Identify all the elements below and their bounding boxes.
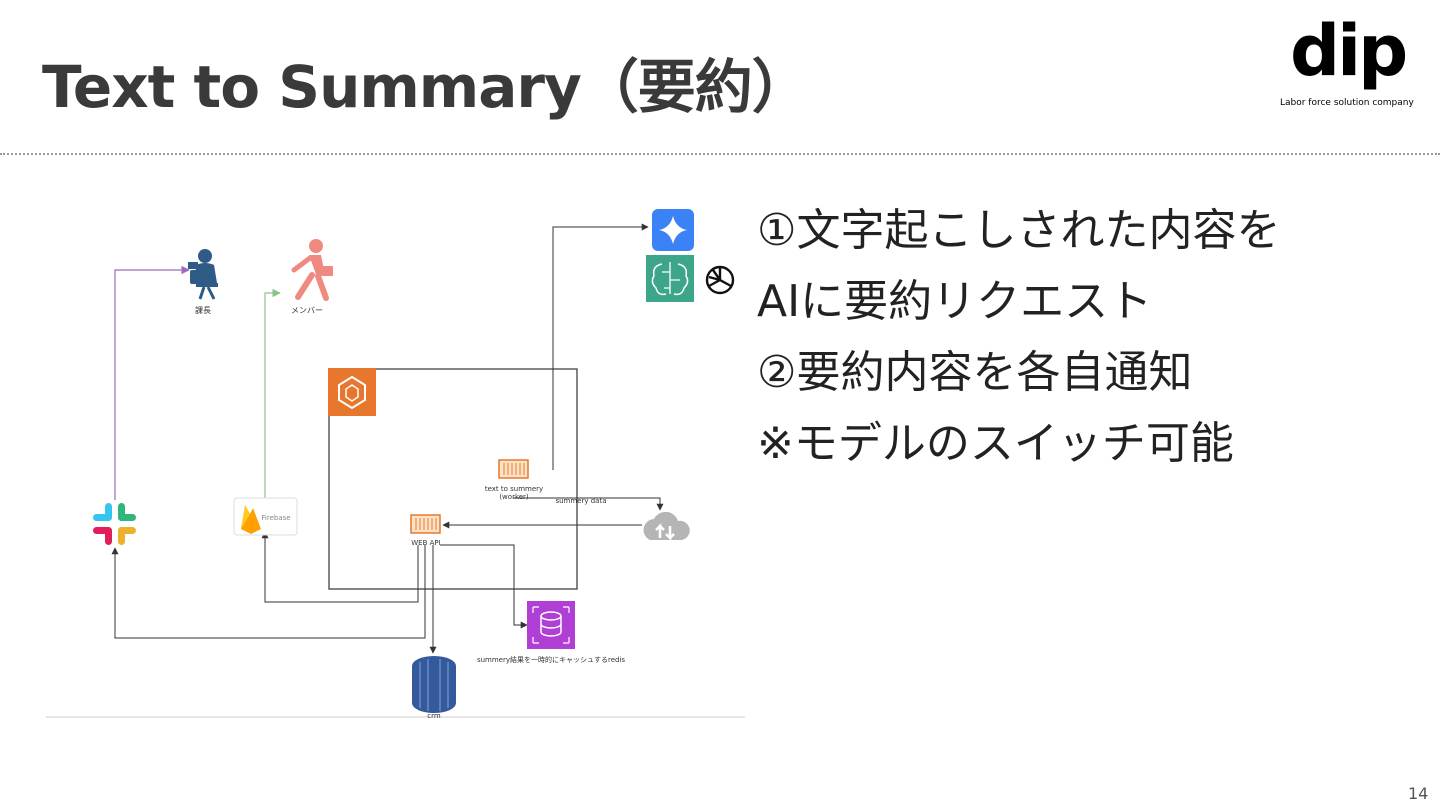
member-label: メンバー (291, 306, 323, 315)
page-number: 14 (1408, 784, 1429, 803)
bullet-item: ※モデルのスイッチ可能 (757, 418, 1234, 469)
bullet-item: ②要約内容を各自通知 (757, 347, 1193, 398)
database-icon (412, 656, 456, 713)
logo-tagline: Labor force solution company (1280, 98, 1414, 108)
worker-sub-label: (worker) (499, 493, 529, 501)
worker-label: text to summery (485, 485, 543, 493)
webapi-to-slack-line (111, 545, 426, 639)
bullet-list: ①文字起こしされた内容を AIに要約リクエスト ②要約内容を各自通知 ※モデルの… (757, 195, 1280, 479)
ecs-cluster-box (328, 368, 578, 590)
summary-data-label: summery data (555, 497, 606, 505)
firebase-icon (233, 497, 298, 536)
webapi-to-firebase-line (261, 531, 419, 603)
firebase-label: Firebase (261, 514, 290, 522)
manager-label: 課長 (195, 305, 211, 315)
redis-icon (527, 601, 575, 649)
crm-label: crm (427, 712, 441, 720)
container-icon (498, 459, 529, 479)
summary-data-line (513, 497, 664, 511)
slack-icon (93, 503, 136, 545)
page-title: Text to Summary（要約） (42, 53, 810, 121)
ecs-icon (328, 368, 376, 416)
container-icon (410, 514, 441, 534)
logo-wordmark: dip (1290, 10, 1408, 92)
dip-logo: dip Labor force solution company (1276, 16, 1414, 112)
ai-brain-icon (646, 255, 694, 302)
bullet-item: ①文字起こしされた内容を (757, 205, 1281, 256)
webapi-to-redis-line (440, 544, 528, 629)
openai-icon (705, 265, 735, 295)
firebase-to-member-line (264, 288, 281, 498)
redis-label: summery結果を一時的にキャッシュするredis (477, 655, 625, 664)
walking-person-icon (291, 239, 333, 301)
header-divider (0, 153, 1440, 155)
person-at-desk-icon (188, 249, 218, 300)
slack-to-manager-line (114, 265, 190, 500)
web-api-label: WEB API (411, 539, 440, 547)
worker-to-ai-line (552, 223, 649, 470)
bullet-item: AIに要約リクエスト (757, 276, 1153, 327)
cloud-sync-icon (643, 511, 690, 542)
gemini-icon (652, 209, 694, 251)
